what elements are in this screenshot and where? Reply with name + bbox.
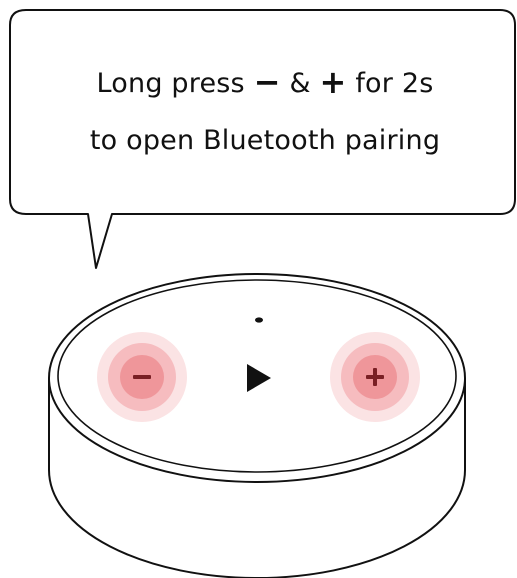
indicator-dot bbox=[255, 317, 263, 323]
plus-symbol-icon: + bbox=[319, 63, 347, 101]
play-icon[interactable] bbox=[247, 364, 271, 392]
volume-down-button[interactable] bbox=[97, 332, 187, 422]
volume-up-button[interactable] bbox=[330, 332, 420, 422]
speech-bubble bbox=[9, 9, 516, 269]
plus-icon-vertical bbox=[373, 368, 377, 386]
minus-icon bbox=[133, 375, 151, 379]
instruction-line-1: Long press − & + for 2s bbox=[20, 62, 510, 101]
instruction-duration: for 2s bbox=[355, 68, 434, 99]
instruction-line-2: to open Bluetooth pairing bbox=[89, 125, 441, 156]
instruction-ampersand: & bbox=[289, 68, 311, 99]
minus-symbol-icon: − bbox=[253, 63, 281, 101]
instruction-long-press: Long press bbox=[96, 68, 245, 99]
